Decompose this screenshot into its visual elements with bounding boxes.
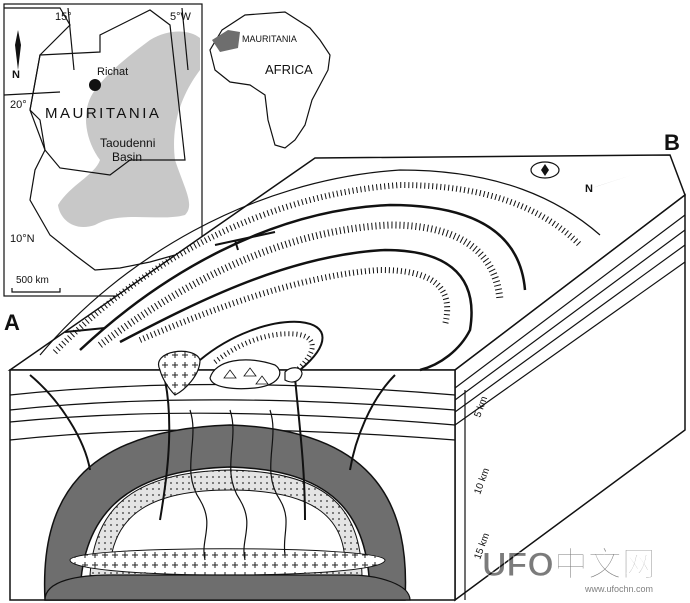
corner-label-a: A	[4, 310, 20, 335]
north-arrow-icon: N	[12, 30, 21, 81]
basin-label-line1: Taoudenni	[100, 136, 155, 150]
svg-text:N: N	[12, 69, 20, 81]
mauritania-border	[29, 9, 186, 176]
mauritania-inset-highlight	[212, 30, 240, 52]
richat-site-marker	[89, 79, 101, 91]
watermark: UFO中文网 www.ufochn.com	[482, 546, 657, 595]
lon-5-line	[181, 7, 189, 71]
right-face-strata	[454, 214, 686, 426]
subsurface-dome	[43, 424, 411, 601]
ring-faults	[29, 374, 396, 521]
lat-20-line	[3, 91, 61, 96]
watermark-brand: UFO中文网	[482, 546, 656, 584]
hydrothermal-lines	[189, 409, 287, 561]
lon-label-5w: 5°W	[170, 11, 192, 23]
mauritania-label: MAURITANIA	[45, 105, 161, 122]
richat-label: Richat	[97, 66, 128, 78]
svg-text:N: N	[585, 183, 593, 195]
africa-label: AFRICA	[265, 62, 313, 77]
scale-bar: 500 km	[11, 275, 61, 293]
location-map: 15° 5°W 20° 10°N N Richat MAURITANIA Tao…	[3, 3, 203, 297]
corner-label-b: B	[664, 130, 680, 155]
block-diagram: N	[4, 130, 686, 602]
watermark-url: www.ufochn.com	[584, 584, 653, 594]
lon-15-line	[67, 7, 75, 71]
basin-label-line2: Basin	[112, 150, 142, 164]
intrusions	[157, 350, 303, 396]
africa-inset: MAURITANIA AFRICA	[209, 11, 331, 149]
lat-label-20: 20°	[10, 99, 27, 111]
africa-outline	[209, 11, 331, 149]
svg-text:500 km: 500 km	[16, 275, 49, 286]
block-north-icon: N	[530, 161, 632, 195]
inset-mauritania-label: MAURITANIA	[242, 34, 297, 44]
richat-rings	[39, 169, 601, 374]
taoudenni-basin-area	[58, 31, 200, 228]
lon-label-15: 15°	[55, 11, 72, 23]
fault-marks	[64, 231, 276, 333]
lat-label-10n: 10°N	[10, 233, 35, 245]
